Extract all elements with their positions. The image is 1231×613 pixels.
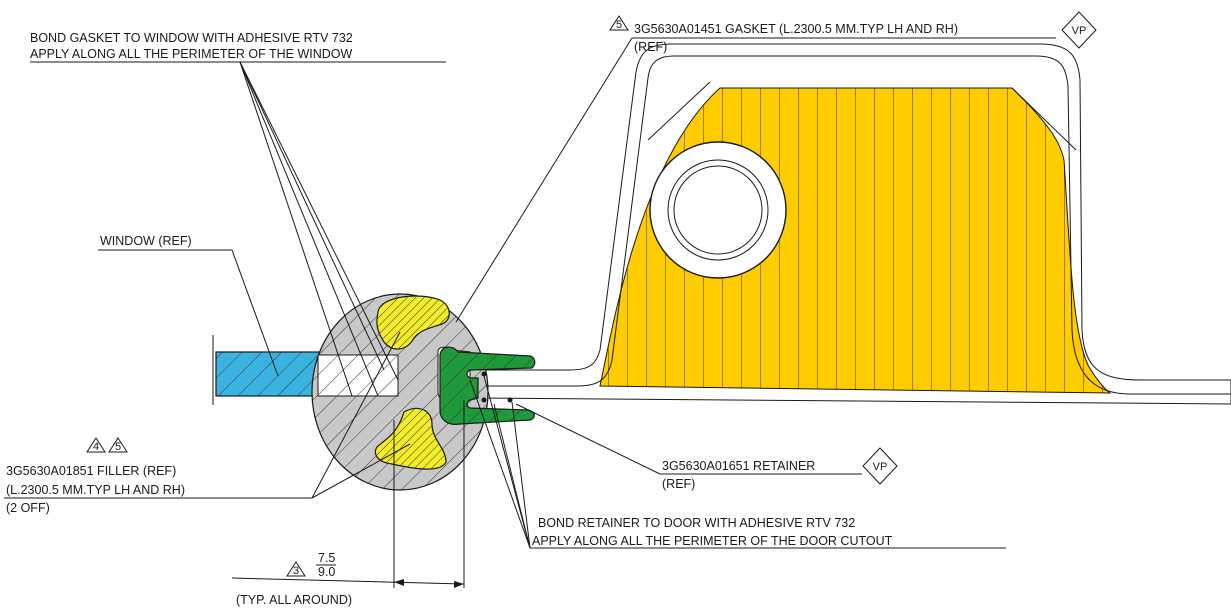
bond-retainer-line2: APPLY ALONG ALL THE PERIMETER OF THE DOO…	[532, 534, 893, 548]
retainer-part-label: 3G5630A01651 RETAINER	[662, 459, 815, 473]
note-number-5: 5	[616, 19, 622, 31]
door-outer-skin	[478, 43, 1231, 381]
note-triangle-5	[609, 15, 629, 31]
note-number-3: 3	[293, 565, 299, 577]
retainer-dot-2	[481, 397, 487, 403]
leader-lines	[4, 37, 1056, 588]
retainer-ref-label: (REF)	[662, 477, 695, 491]
vp-diamond-top	[1061, 11, 1097, 49]
door-hole-inner	[673, 165, 763, 255]
gasket-part-label: 3G5630A01451 GASKET (L.2300.5 MM.TYP LH …	[634, 22, 958, 36]
door-section	[477, 43, 1231, 405]
door-chamfer-lines	[647, 81, 1077, 151]
vp-label-top: VP	[1072, 25, 1087, 37]
filler-line3: (2 OFF)	[6, 501, 50, 515]
dim-lower: 9.0	[318, 565, 335, 579]
vp-diamond-bottom	[862, 447, 898, 485]
filler-line1: 3G5630A01851 FILLER (REF)	[6, 464, 176, 478]
door-hole-outer	[649, 141, 787, 279]
gasket-groove-glass	[318, 355, 398, 396]
note-triangle-3	[286, 561, 306, 577]
bond-gasket-line1: BOND GASKET TO WINDOW WITH ADHESIVE RTV …	[30, 31, 353, 45]
door-hole-mid	[667, 159, 769, 261]
note-number-4: 4	[93, 441, 99, 453]
bond-gasket-line2: APPLY ALONG ALL THE PERIMETER OF THE WIN…	[30, 47, 352, 61]
note-triangle-5b	[108, 437, 128, 453]
retainer-dot-1	[481, 371, 487, 377]
filler-line2: (L.2300.5 MM.TYP LH AND RH)	[6, 483, 185, 497]
bond-retainer-line1: BOND RETAINER TO DOOR WITH ADHESIVE RTV …	[538, 516, 855, 530]
callout-labels: BOND GASKET TO WINDOW WITH ADHESIVE RTV …	[6, 22, 958, 607]
note-triangle-4	[86, 437, 106, 453]
note-symbols: 5 VP 4 5 VP 3	[86, 11, 1097, 577]
gasket-ref-label: (REF)	[634, 40, 667, 54]
door-flange	[477, 380, 1231, 405]
vp-label-bottom: VP	[873, 461, 888, 473]
retainer-dot-3	[507, 397, 513, 403]
window-label: WINDOW (REF)	[100, 234, 192, 248]
note-number-5b: 5	[115, 441, 121, 453]
dim-typ-label: (TYP. ALL AROUND)	[236, 593, 352, 607]
filler-top-hatch	[376, 296, 450, 350]
dim-upper: 7.5	[318, 551, 335, 565]
door-inner-skin	[478, 55, 1231, 395]
